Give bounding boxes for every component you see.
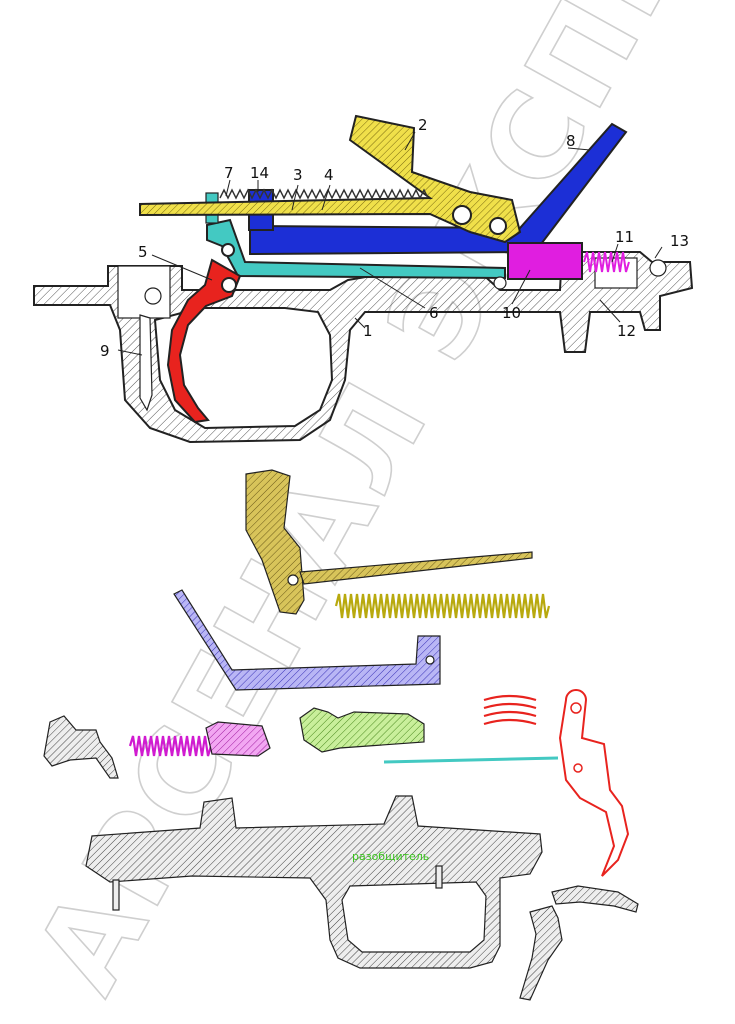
part-number-9: 9 — [100, 342, 110, 360]
housing-slot-rear — [117, 265, 171, 319]
sectional-view: 1 2 3 4 5 6 7 8 9 10 11 12 13 14 — [33, 114, 694, 444]
exploded-sear-rod — [299, 551, 533, 585]
exploded-disconnector-rod — [383, 756, 559, 764]
leader-lines — [117, 131, 663, 356]
disconnector-label: разобщитель — [352, 850, 429, 863]
part-number-14: 14 — [250, 164, 269, 182]
plunger-stop — [493, 276, 507, 290]
exploded-bolt-stop — [173, 589, 441, 691]
exploded-left-catch — [43, 715, 119, 779]
part-number-7: 7 — [224, 164, 234, 182]
exploded-pin-center — [435, 865, 443, 889]
part-2-sear — [139, 114, 522, 244]
bolt-stop-pin — [489, 217, 507, 235]
exploded-trigger-hole-top — [570, 702, 582, 714]
part-11-spring — [583, 251, 630, 273]
part-number-3: 3 — [293, 166, 303, 184]
part-number-12: 12 — [617, 322, 636, 340]
exploded-sear-spring — [334, 593, 551, 619]
exploded-bolt-stop-hole — [425, 655, 435, 665]
housing-pin-rear — [144, 287, 162, 305]
part-number-2: 2 — [418, 116, 428, 134]
exploded-trigger-hole-mid — [573, 763, 583, 773]
housing-pin-front — [649, 259, 667, 277]
part-number-13: 13 — [670, 232, 689, 250]
part-number-4: 4 — [324, 166, 334, 184]
exploded-safety-lever — [551, 885, 639, 913]
disconnector-pin — [221, 243, 235, 257]
exploded-trigger — [558, 689, 630, 877]
part-5-trigger — [166, 258, 242, 424]
part-10-plunger — [507, 242, 583, 280]
part-number-11: 11 — [615, 228, 634, 246]
part-number-6: 6 — [429, 304, 439, 322]
part-number-5: 5 — [138, 243, 148, 261]
part-6-disconnector-rod — [206, 218, 506, 280]
exploded-trigger-spring — [483, 694, 537, 726]
part-number-1: 1 — [363, 322, 373, 340]
exploded-pin-left — [112, 879, 120, 911]
exploded-disconnector-block — [299, 707, 425, 753]
sear-pivot-pin — [452, 205, 472, 225]
exploded-view: разобщитель — [43, 469, 639, 1001]
part-number-10: 10 — [502, 304, 521, 322]
part-number-labels: 1 2 3 4 5 6 7 8 9 10 11 12 13 14 — [100, 116, 689, 360]
trigger-guard-opening — [153, 307, 334, 430]
exploded-catch — [519, 905, 563, 1001]
trigger-pivot-pin — [221, 277, 237, 293]
exploded-plunger-spring — [128, 735, 213, 757]
part-4-spring — [219, 188, 429, 200]
exploded-housing-opening — [341, 881, 487, 953]
part-number-8: 8 — [566, 132, 576, 150]
exploded-plunger — [205, 721, 271, 757]
part-9-lever — [139, 314, 153, 412]
exploded-sear-hole — [287, 574, 299, 586]
